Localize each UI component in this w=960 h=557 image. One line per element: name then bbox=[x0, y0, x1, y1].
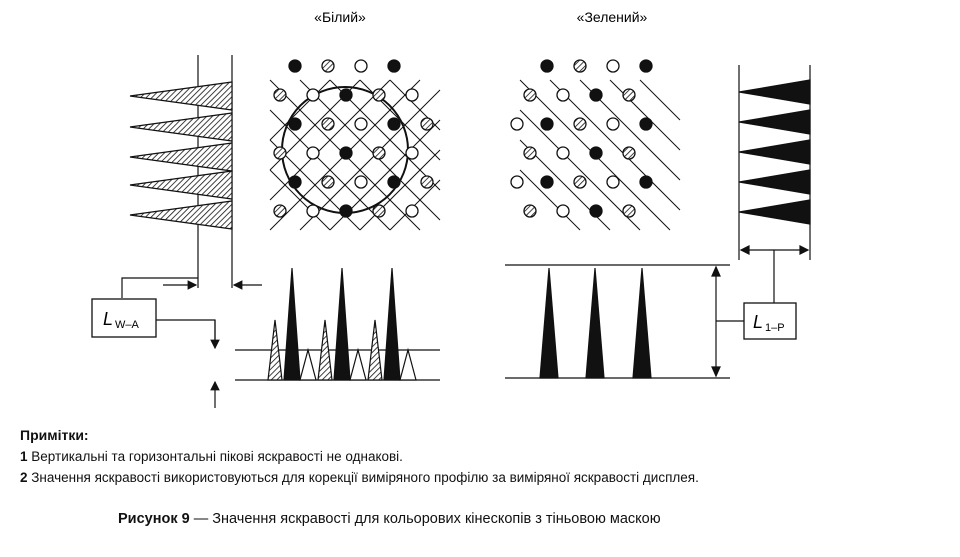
note-2-text: Значення яскравості використовуються для… bbox=[31, 470, 699, 485]
leader-lw-a bbox=[156, 319, 216, 340]
figure-caption-label: Рисунок 9 bbox=[118, 511, 190, 527]
figure-caption-separator: — bbox=[189, 511, 213, 527]
notes-title: Примітки: bbox=[20, 427, 89, 443]
note-1: 1 Вертикальні та горизонтальні пікові яс… bbox=[20, 449, 403, 464]
figure-caption-text: Значення яскравості для кольорових кінес… bbox=[212, 511, 661, 527]
vertical-profile-green bbox=[505, 264, 730, 379]
svg-text:1–P: 1–P bbox=[765, 322, 785, 334]
svg-text:W–A: W–A bbox=[115, 319, 140, 331]
note-1-number: 1 bbox=[20, 449, 28, 464]
dot-pattern-green bbox=[510, 59, 681, 231]
label-white: «Білий» bbox=[314, 9, 366, 25]
box-lw-a: L W–A bbox=[91, 298, 157, 338]
dot-pattern-white bbox=[269, 59, 441, 231]
note-2: 2 Значення яскравості використовуються д… bbox=[20, 470, 699, 485]
figure-caption: Рисунок 9 — Значення яскравості для коль… bbox=[118, 511, 661, 527]
horizontal-profile-green bbox=[738, 65, 811, 303]
label-green: «Зелений» bbox=[577, 9, 648, 25]
note-2-number: 2 bbox=[20, 470, 28, 485]
svg-text:L: L bbox=[753, 312, 763, 332]
svg-text:L: L bbox=[103, 309, 113, 329]
horizontal-profile-white bbox=[121, 55, 262, 298]
note-1-text: Вертикальні та горизонтальні пікові яскр… bbox=[31, 449, 403, 464]
box-l1-p: L 1–P bbox=[743, 302, 797, 340]
shadow-mask-luminance-diagram: «Білий» «Зелений» L W–A bbox=[91, 9, 811, 408]
vertical-profile-white bbox=[210, 267, 440, 408]
